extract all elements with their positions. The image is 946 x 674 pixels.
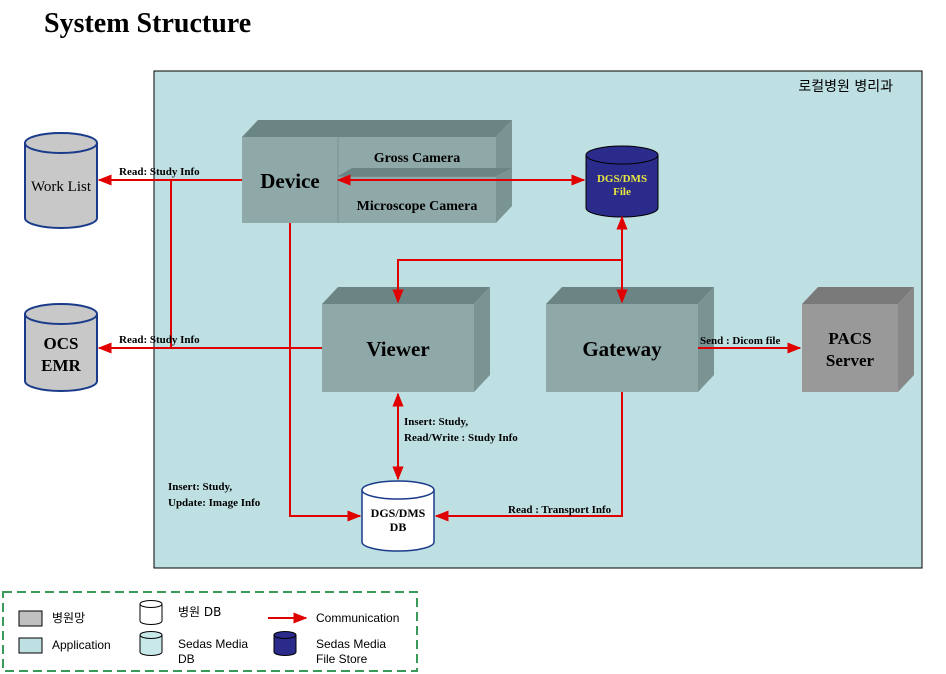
legend-file-store-1: Sedas Media (316, 637, 386, 651)
edge-label-viewer-ocs: Read: Study Info (119, 334, 200, 346)
legend-border (2, 591, 418, 672)
edge-label-device-worklist: Read: Study Info (119, 166, 200, 178)
emr-label: EMR (41, 356, 81, 375)
arrow-gateway-db (434, 392, 623, 522)
file-store-label-1: DGS/DMS (597, 173, 647, 185)
device-label: Device (260, 169, 319, 193)
gateway-box: Gateway (546, 287, 714, 392)
device-box: Device Gross Camera Microscope Camera (242, 120, 512, 223)
pacs-server-box: PACS Server (802, 287, 914, 392)
viewer-box: Viewer (322, 287, 490, 392)
ocs-label: OCS (44, 334, 79, 353)
edge-label-device-db-1: Insert: Study, (168, 481, 232, 493)
legend-icon-hospital-db (139, 600, 163, 625)
server-label: Server (826, 351, 875, 370)
legend-hospital-db: 병원 DB (178, 605, 221, 619)
dgs-dms-db: DGS/DMS DB (361, 480, 435, 552)
legend-application: Application (52, 638, 111, 652)
edge-label-device-db-2: Update: Image Info (168, 497, 261, 509)
arrows (97, 174, 802, 522)
edge-label-gateway-pacs: Send : Dicom file (700, 335, 780, 347)
edge-label-viewer-db-1: Insert: Study, (404, 416, 468, 428)
db-label-2: DB (390, 520, 407, 534)
legend-hospital-network: 병원망 (52, 611, 85, 625)
legend-communication: Communication (316, 611, 399, 625)
region-label: 로컬병원 병리과 (798, 79, 893, 95)
microscope-camera-label: Microscope Camera (357, 199, 478, 214)
ocs-emr-db: OCS EMR (24, 303, 98, 392)
legend-icon-file-store (273, 631, 297, 656)
arrow-device-db (289, 223, 362, 522)
legend-sedas-db-1: Sedas Media (178, 637, 248, 651)
legend-icon-sedas-db (139, 631, 163, 656)
legend-file-store-2: File Store (316, 652, 368, 666)
legend: 병원망 Application 병원 DB Sedas Media DB Com… (2, 591, 418, 672)
file-store-db: DGS/DMS File (585, 145, 659, 218)
db-label-1: DGS/DMS (371, 506, 426, 520)
arrow-filestore-viewer (392, 259, 622, 304)
file-store-label-2: File (613, 186, 631, 198)
edge-label-viewer-db-2: Read/Write : Study Info (404, 432, 518, 444)
work-list-db: Work List (24, 132, 98, 229)
legend-swatch-hospital-network (18, 610, 43, 627)
pacs-label: PACS (828, 329, 871, 348)
viewer-label: Viewer (366, 337, 429, 361)
page-title: System Structure (44, 8, 252, 39)
legend-swatch-application (18, 637, 43, 654)
legend-sedas-db-2: DB (178, 652, 195, 666)
gateway-label: Gateway (582, 337, 662, 361)
work-list-label: Work List (31, 179, 92, 195)
gross-camera-label: Gross Camera (374, 151, 460, 166)
edge-label-gateway-db: Read : Transport Info (508, 504, 612, 516)
